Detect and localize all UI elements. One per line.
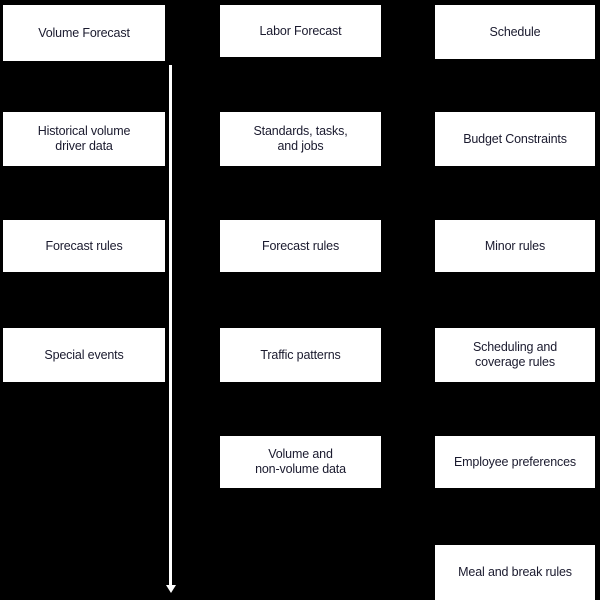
node-label: Labor Forecast [259,23,342,38]
node-box-volume-forecast-1[interactable]: Historical volume driver data [3,112,165,166]
node-label: Standards, tasks, and jobs [253,124,348,153]
node-box-schedule-1[interactable]: Budget Constraints [435,112,595,166]
connector-volume-to-labor-flow [169,65,172,585]
arrowhead-icon [165,585,176,593]
node-label: Employee preferences [453,454,577,469]
node-box-labor-forecast-4[interactable]: Volume and non-volume data [220,436,381,488]
node-box-labor-forecast-2[interactable]: Forecast rules [220,220,381,272]
column-header-volume-forecast[interactable]: Volume Forecast [3,5,165,61]
node-box-volume-forecast-3[interactable]: Special events [3,328,165,382]
node-box-volume-forecast-2[interactable]: Forecast rules [3,220,165,272]
node-label: Special events [44,347,124,362]
node-label: Schedule [489,24,541,39]
node-label: Volume Forecast [38,25,130,40]
column-header-labor-forecast[interactable]: Labor Forecast [220,5,381,57]
node-label: Scheduling and coverage rules [472,340,558,369]
node-box-labor-forecast-1[interactable]: Standards, tasks, and jobs [220,112,381,166]
node-box-schedule-2[interactable]: Minor rules [435,220,595,272]
node-box-schedule-4[interactable]: Employee preferences [435,436,595,488]
node-label: Historical volume driver data [37,124,131,153]
node-box-schedule-3[interactable]: Scheduling and coverage rules [435,328,595,382]
node-label: Forecast rules [45,238,123,253]
node-box-schedule-5[interactable]: Meal and break rules [435,545,595,600]
node-label: Budget Constraints [463,131,567,146]
node-box-labor-forecast-3[interactable]: Traffic patterns [220,328,381,382]
node-label: Volume and non-volume data [255,447,346,476]
node-label: Forecast rules [261,238,340,253]
node-label: Meal and break rules [458,565,572,579]
node-label: Minor rules [484,238,546,253]
column-header-schedule[interactable]: Schedule [435,5,595,59]
node-label: Traffic patterns [260,347,341,362]
